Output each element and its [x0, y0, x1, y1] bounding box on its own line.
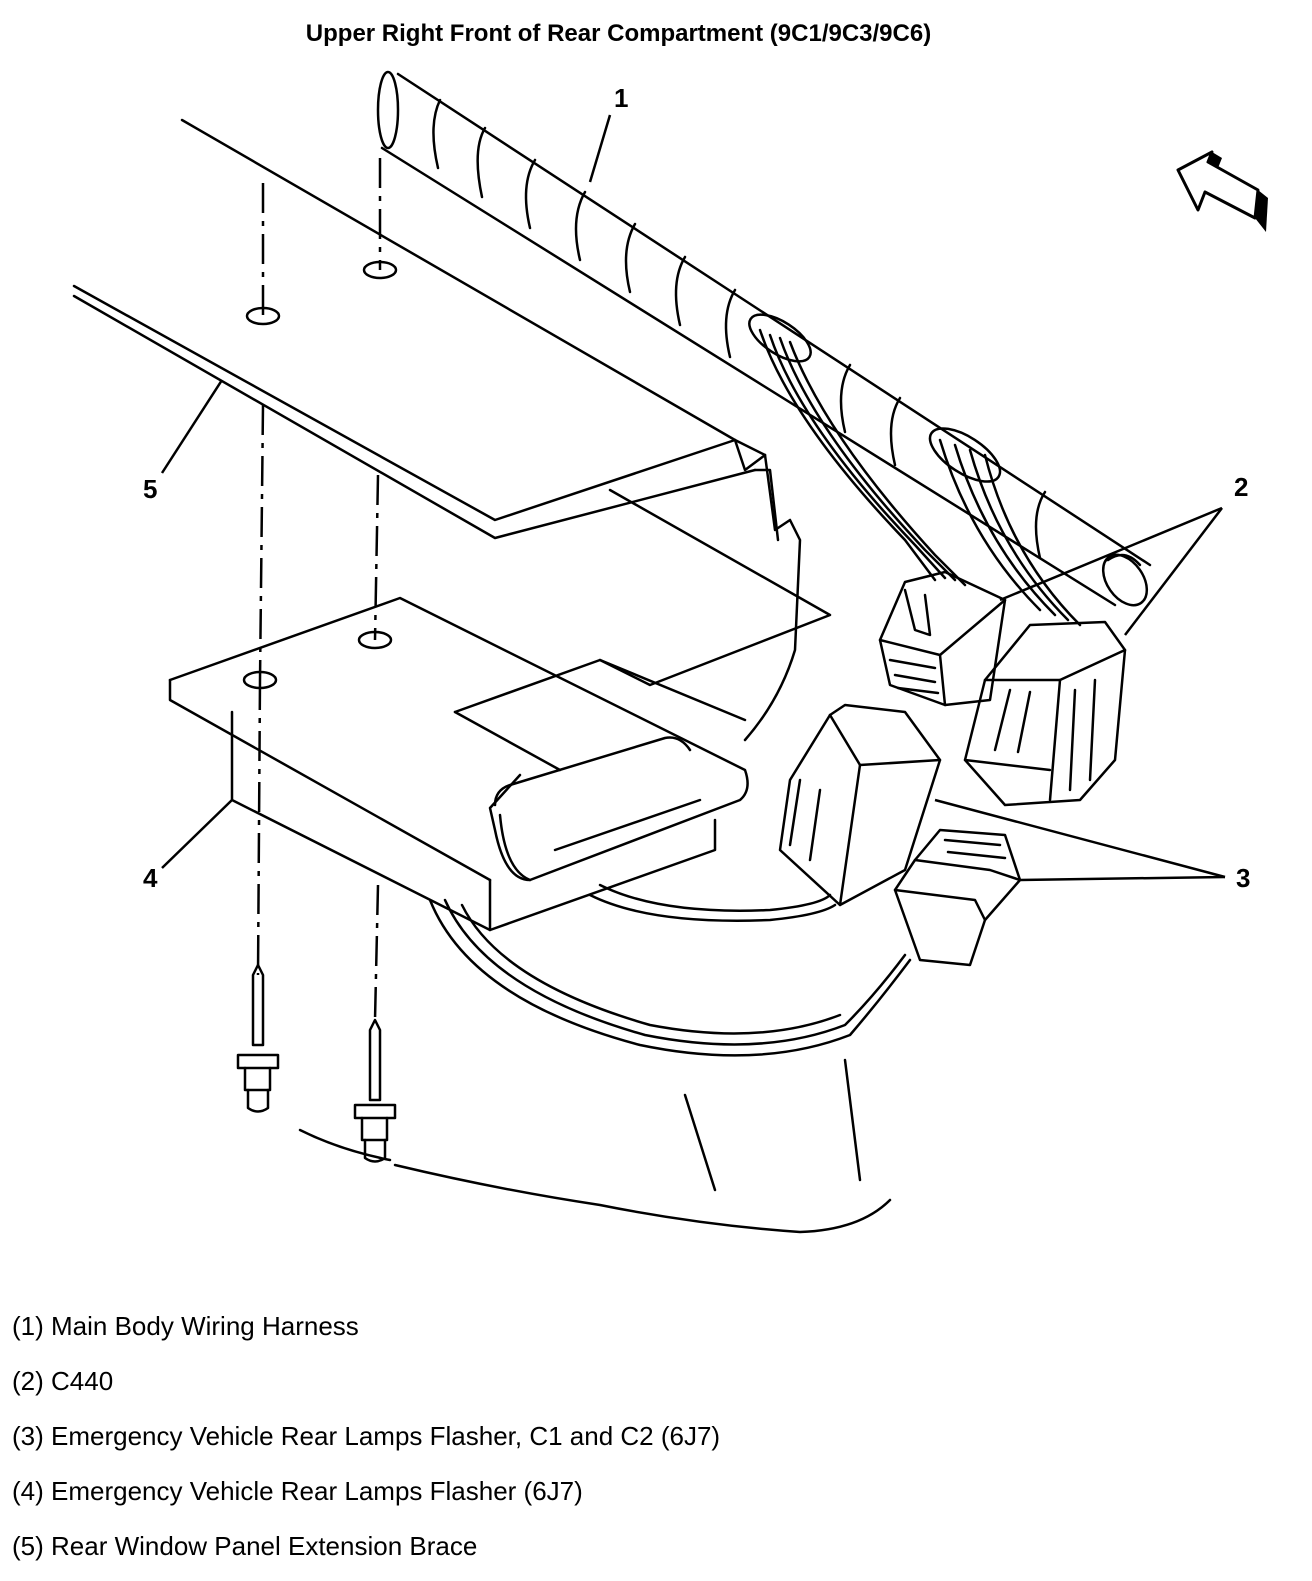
fastener-left: [236, 963, 280, 1113]
callout-5: 5: [143, 474, 157, 504]
fastener-right: [353, 1018, 397, 1163]
legend-item-2: (2) C440: [12, 1366, 114, 1396]
body-contour: [298, 1058, 892, 1234]
rear-window-panel-extension-brace: [72, 118, 832, 742]
direction-arrow-icon: [1176, 150, 1268, 232]
connector-wires-lower: [428, 883, 912, 1057]
callout-2: 2: [1234, 472, 1248, 502]
legend-item-4: (4) Emergency Vehicle Rear Lamps Flasher…: [12, 1476, 583, 1506]
connector-c440-right: [963, 620, 1127, 807]
callout-4: 4: [143, 863, 158, 893]
legend-item-3: (3) Emergency Vehicle Rear Lamps Flasher…: [12, 1421, 721, 1451]
connector-wires-upper: [758, 328, 1082, 627]
flasher-connector-c1: [778, 703, 942, 907]
legend: (1) Main Body Wiring Harness (2) C440 (3…: [12, 1306, 720, 1581]
connector-c440-left: [878, 570, 1007, 707]
leader-lines: [160, 114, 1226, 882]
mounting-holes: [242, 260, 398, 690]
fastener-center-lines: [256, 158, 382, 1021]
wiring-illustration: 1 2 3 4 5: [72, 70, 1268, 1234]
emergency-flasher-module: [168, 596, 749, 932]
flasher-connector-c2: [893, 828, 1022, 967]
main-body-wiring-harness: [376, 70, 1152, 607]
legend-item-1: (1) Main Body Wiring Harness: [12, 1311, 359, 1341]
callout-3: 3: [1236, 863, 1250, 893]
callout-1: 1: [614, 83, 628, 113]
legend-item-5: (5) Rear Window Panel Extension Brace: [12, 1531, 478, 1561]
diagram-title: Upper Right Front of Rear Compartment (9…: [305, 20, 932, 47]
